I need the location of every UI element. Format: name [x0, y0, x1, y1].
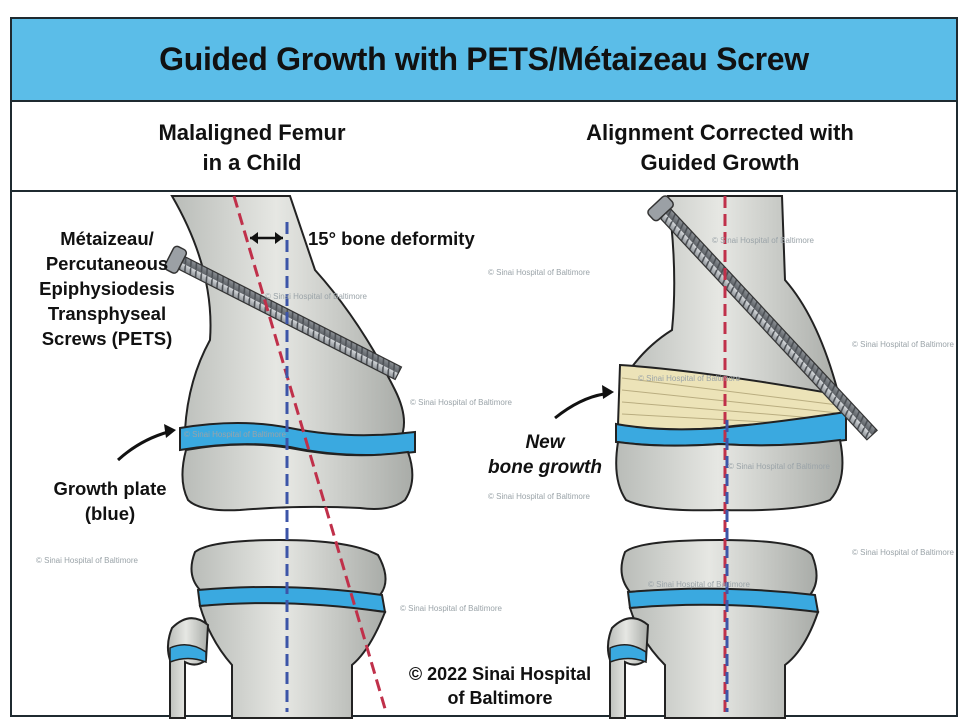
right-epiphysis — [616, 440, 842, 510]
deformity-label: 15° bone deformity — [308, 226, 475, 251]
growth-plate-label-line2: (blue) — [35, 501, 185, 526]
copyright-notice: © 2022 Sinai Hospital of Baltimore — [395, 662, 605, 710]
watermark-8: © Sinai Hospital of Baltimore — [712, 236, 814, 245]
watermark-13: © Sinai Hospital of Baltimore — [648, 580, 750, 589]
watermark-12: © Sinai Hospital of Baltimore — [852, 548, 954, 557]
left-fibula — [168, 618, 208, 718]
screw-label-line5: Screws (PETS) — [22, 326, 192, 351]
watermark-2: © Sinai Hospital of Baltimore — [265, 292, 367, 301]
left-epiphysis — [182, 444, 412, 510]
new-growth-label-line1: New — [470, 430, 620, 455]
left-tibia — [200, 603, 385, 718]
watermark-9: © Sinai Hospital of Baltimore — [852, 340, 954, 349]
new-growth-pointer — [555, 394, 604, 418]
watermark-4: © Sinai Hospital of Baltimore — [184, 430, 286, 439]
new-growth-label: New bone growth — [470, 430, 620, 480]
right-fibula — [608, 618, 648, 718]
growth-plate-label: Growth plate (blue) — [35, 476, 185, 526]
watermark-7: © Sinai Hospital of Baltimore — [400, 604, 502, 613]
screw-label-line1: Métaizeau/ — [22, 226, 192, 251]
growth-plate-label-line1: Growth plate — [35, 476, 185, 501]
new-growth-arrowhead — [602, 385, 614, 399]
pets-screw-label: Métaizeau/ Percutaneous Epiphysiodesis T… — [22, 226, 192, 351]
watermark-10: © Sinai Hospital of Baltimore — [638, 374, 740, 383]
screw-label-line4: Transphyseal — [22, 301, 192, 326]
watermark-1: © Sinai Hospital of Baltimore — [488, 268, 590, 277]
copyright-line2: of Baltimore — [395, 686, 605, 710]
watermark-5: © Sinai Hospital of Baltimore — [488, 492, 590, 501]
screw-label-line2: Percutaneous — [22, 251, 192, 276]
growth-plate-pointer — [118, 432, 168, 460]
copyright-line1: © 2022 Sinai Hospital — [395, 662, 605, 686]
watermark-11: © Sinai Hospital of Baltimore — [728, 462, 830, 471]
growth-plate-arrowhead — [164, 424, 176, 438]
watermark-3: © Sinai Hospital of Baltimore — [410, 398, 512, 407]
screw-label-line3: Epiphysiodesis — [22, 276, 192, 301]
watermark-6: © Sinai Hospital of Baltimore — [36, 556, 138, 565]
new-growth-label-line2: bone growth — [470, 455, 620, 480]
